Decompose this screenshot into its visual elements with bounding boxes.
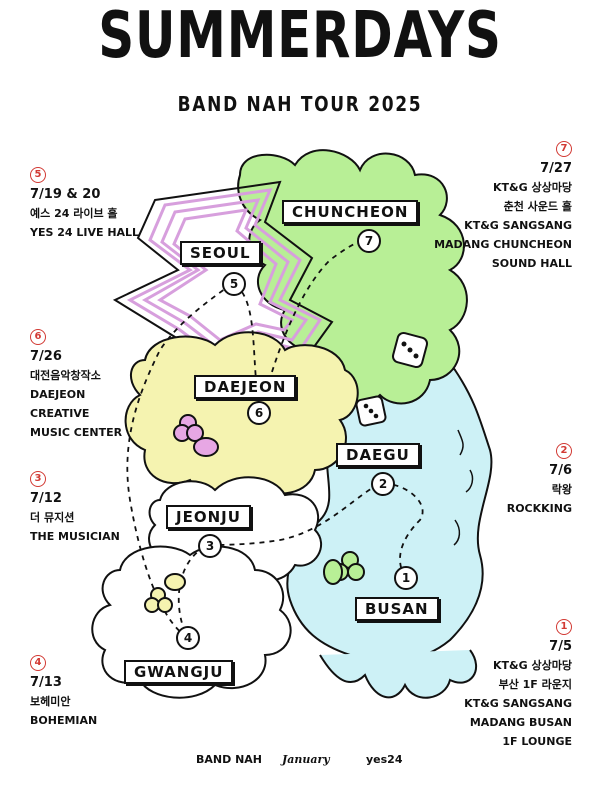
venue-date: 7/6 (549, 463, 572, 478)
venue-line: KT&G SANGSANG (464, 219, 572, 232)
venue-info-busan: 1 7/5 KT&G 상상마당 부산 1F 라운지 KT&G SANGSANG … (464, 616, 572, 751)
dice-icon (355, 395, 387, 427)
stop-number-badge: 3 (30, 471, 46, 487)
venue-date: 7/26 (30, 349, 62, 364)
stop-number-badge: 1 (556, 619, 572, 635)
route-stop-7: 7 (357, 229, 381, 253)
venue-line: 대전음악창작소 (30, 369, 101, 382)
venue-info-seoul: 5 7/19 & 20 예스 24 라이브 홀 YES 24 LIVE HALL (30, 164, 139, 242)
stamp-icon (323, 551, 365, 585)
venue-line: MADANG CHUNCHEON (434, 238, 572, 251)
venue-line: 예스 24 라이브 홀 (30, 207, 118, 220)
city-label-jeonju: JEONJU (166, 505, 251, 529)
venue-date: 7/12 (30, 491, 62, 506)
venue-info-daegu: 2 7/6 락왕 ROCKKING (507, 440, 572, 518)
venue-line: CREATIVE (30, 407, 90, 420)
venue-line: KT&G 상상마당 (493, 659, 572, 672)
sponsor-row: BAND NAH January yes24 (0, 748, 600, 772)
venue-line: BOHEMIAN (30, 714, 98, 727)
venue-line: ROCKKING (506, 502, 572, 515)
venue-line: 1F LOUNGE (502, 735, 572, 748)
route-stop-2: 2 (371, 472, 395, 496)
city-label-daejeon: DAEJEON (194, 375, 297, 399)
venue-line: KT&G 상상마당 (493, 181, 572, 194)
venue-date: 7/13 (30, 675, 62, 690)
daejeon-region (124, 331, 359, 497)
venue-info-chuncheon: 7 7/27 KT&G 상상마당 춘천 사운드 홀 KT&G SANGSANG … (434, 138, 572, 273)
poster-subtitle: BAND NAH TOUR 2025 (177, 92, 423, 116)
poster-title: SUMMERDAYS (98, 0, 502, 73)
city-label-seoul: SEOUL (180, 241, 261, 265)
route-stop-4: 4 (176, 626, 200, 650)
stamp-icon (173, 414, 219, 457)
route-stop-5: 5 (222, 272, 246, 296)
sponsor-logo-january: January (282, 753, 330, 766)
stop-number-badge: 2 (556, 443, 572, 459)
venue-line: YES 24 LIVE HALL (30, 226, 140, 239)
stop-number-badge: 7 (556, 141, 572, 157)
venue-line: 락왕 (551, 483, 572, 496)
venue-line: THE MUSICIAN (30, 530, 120, 543)
dice-icon (391, 331, 429, 369)
venue-info-gwangju: 4 7/13 보헤미안 BOHEMIAN (30, 652, 97, 730)
route-stop-1: 1 (394, 566, 418, 590)
venue-date: 7/5 (549, 639, 572, 654)
stop-number-badge: 6 (30, 329, 46, 345)
venue-line: 부산 1F 라운지 (498, 678, 572, 691)
sponsor-logo-bandnah: BAND NAH (196, 753, 262, 766)
venue-line: SOUND HALL (491, 257, 572, 270)
venue-line: KT&G SANGSANG (464, 697, 572, 710)
sponsor-logo-yes24: yes24 (366, 753, 403, 766)
venue-line: DAEJEON (30, 388, 86, 401)
stop-number-badge: 4 (30, 655, 46, 671)
stop-number-badge: 5 (30, 167, 46, 183)
city-label-daegu: DAEGU (336, 443, 420, 467)
venue-line: MADANG BUSAN (469, 716, 572, 729)
venue-line: 더 뮤지션 (30, 511, 75, 524)
venue-date: 7/27 (540, 161, 572, 176)
venue-info-daejeon: 6 7/26 대전음악창작소 DAEJEON CREATIVE MUSIC CE… (30, 326, 122, 442)
route-stop-3: 3 (198, 534, 222, 558)
stamp-icon (144, 573, 186, 613)
city-label-busan: BUSAN (355, 597, 439, 621)
city-label-chuncheon: CHUNCHEON (282, 200, 419, 224)
city-label-gwangju: GWANGJU (124, 660, 234, 684)
venue-date: 7/19 & 20 (30, 187, 101, 202)
venue-info-jeonju: 3 7/12 더 뮤지션 THE MUSICIAN (30, 468, 120, 546)
venue-line: 보헤미안 (30, 695, 71, 708)
venue-line: 춘천 사운드 홀 (503, 200, 572, 213)
venue-line: MUSIC CENTER (30, 426, 123, 439)
route-stop-6: 6 (247, 401, 271, 425)
